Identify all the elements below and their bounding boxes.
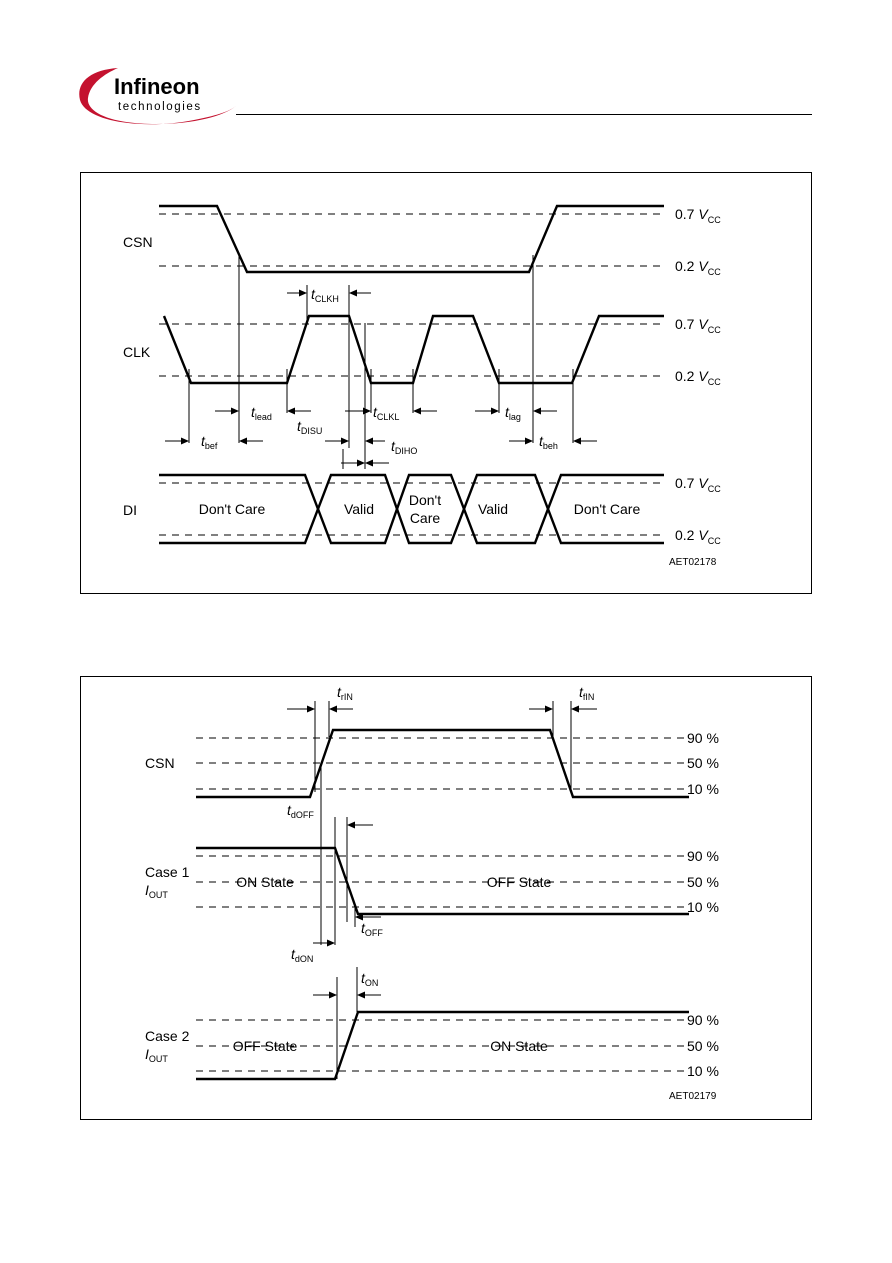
csn-waveform-2	[196, 728, 689, 799]
case1-10-label: 10 %	[687, 899, 719, 915]
level-label-clk-high: 0.7 VCC	[675, 316, 721, 335]
logo-graphic: Infineon technologies	[79, 68, 236, 125]
csn-label-2: CSN	[145, 755, 175, 771]
case2-iout-label: IOUT	[145, 1046, 168, 1064]
timing-diagram-output-switching: CSN Case 1 IOUT Case 2 IOUT 90 % 50 % 10…	[80, 676, 812, 1120]
svg-text:0.7 VCC: 0.7 VCC	[675, 475, 721, 494]
di-state-dont-care-left: Don't Care	[199, 501, 266, 517]
case1-iout-label: IOUT	[145, 882, 168, 900]
t-bef-label: tbef	[201, 433, 218, 451]
svg-text:0.7 VCC: 0.7 VCC	[675, 206, 721, 225]
svg-text:0.2 VCC: 0.2 VCC	[675, 527, 721, 546]
svg-text:0.2 VCC: 0.2 VCC	[675, 368, 721, 387]
svg-text:0.7 VCC: 0.7 VCC	[675, 316, 721, 335]
level-label-csn-low: 0.2 VCC	[675, 258, 721, 277]
case1-label: Case 1	[145, 864, 190, 880]
timing-diagram-1-svg: CSN CLK DI 0.7 VCC 0.2 VCC 0.7 VCC 0.2 V…	[123, 204, 721, 568]
di-state-dont: Don't	[409, 492, 441, 508]
case2-10-label: 10 %	[687, 1063, 719, 1079]
logo-brand-text: Infineon	[114, 74, 200, 99]
di-state-valid-1: Valid	[344, 501, 374, 517]
csn-10-label: 10 %	[687, 781, 719, 797]
svg-text:0.2 VCC: 0.2 VCC	[675, 258, 721, 277]
t-diho-label: tDIHO	[391, 438, 417, 456]
logo-swoosh	[79, 68, 236, 125]
csn-50-label: 50 %	[687, 755, 719, 771]
t-fin-label: tfIN	[579, 684, 594, 702]
case1-50-label: 50 %	[687, 874, 719, 890]
case2-on-state: ON State	[490, 1038, 548, 1054]
infineon-logo: Infineon technologies	[74, 60, 246, 132]
t-clkl-label: tCLKL	[373, 404, 399, 422]
timing-arrows	[165, 289, 597, 467]
level-label-csn-high: 0.7 VCC	[675, 206, 721, 225]
case2-90-label: 90 %	[687, 1012, 719, 1028]
level-label-di-low: 0.2 VCC	[675, 527, 721, 546]
case2-off-state: OFF State	[233, 1038, 298, 1054]
timing-diagram-2-svg: CSN Case 1 IOUT Case 2 IOUT 90 % 50 % 10…	[145, 684, 719, 1102]
csn-label: CSN	[123, 234, 153, 250]
figure-ref-2: AET02179	[669, 1091, 717, 1102]
level-label-clk-low: 0.2 VCC	[675, 368, 721, 387]
di-state-care: Care	[410, 510, 441, 526]
case1-90-label: 90 %	[687, 848, 719, 864]
case2-50-label: 50 %	[687, 1038, 719, 1054]
t-doff-label: tdOFF	[287, 802, 314, 820]
t-lag-label: tlag	[505, 404, 521, 422]
t-off-label: tOFF	[361, 920, 383, 938]
csn-waveform	[159, 204, 664, 274]
logo-sub-text: technologies	[118, 101, 202, 113]
level-label-di-high: 0.7 VCC	[675, 475, 721, 494]
header-rule	[236, 114, 812, 115]
csn-90-label: 90 %	[687, 730, 719, 746]
figure-ref-1: AET02178	[669, 557, 717, 568]
case1-off-state: OFF State	[487, 874, 552, 890]
di-label: DI	[123, 502, 137, 518]
clk-label: CLK	[123, 344, 151, 360]
t-lead-label: tlead	[251, 404, 272, 422]
t-disu-label: tDISU	[297, 418, 322, 436]
case2-label: Case 2	[145, 1028, 190, 1044]
di-waveform	[159, 473, 664, 545]
t-beh-label: tbeh	[539, 433, 558, 451]
t-clkh-label: tCLKH	[311, 286, 339, 304]
t-don-label: tdON	[291, 946, 313, 964]
timing-arrows-2	[287, 705, 597, 999]
timing-diagram-serial-input: CSN CLK DI 0.7 VCC 0.2 VCC 0.7 VCC 0.2 V…	[80, 172, 812, 594]
t-rin-label: trIN	[337, 684, 353, 702]
case1-on-state: ON State	[236, 874, 294, 890]
case2-waveform	[196, 1010, 689, 1081]
di-state-valid-2: Valid	[478, 501, 508, 517]
t-on-label: tON	[361, 970, 378, 988]
di-state-dont-care-right: Don't Care	[574, 501, 641, 517]
